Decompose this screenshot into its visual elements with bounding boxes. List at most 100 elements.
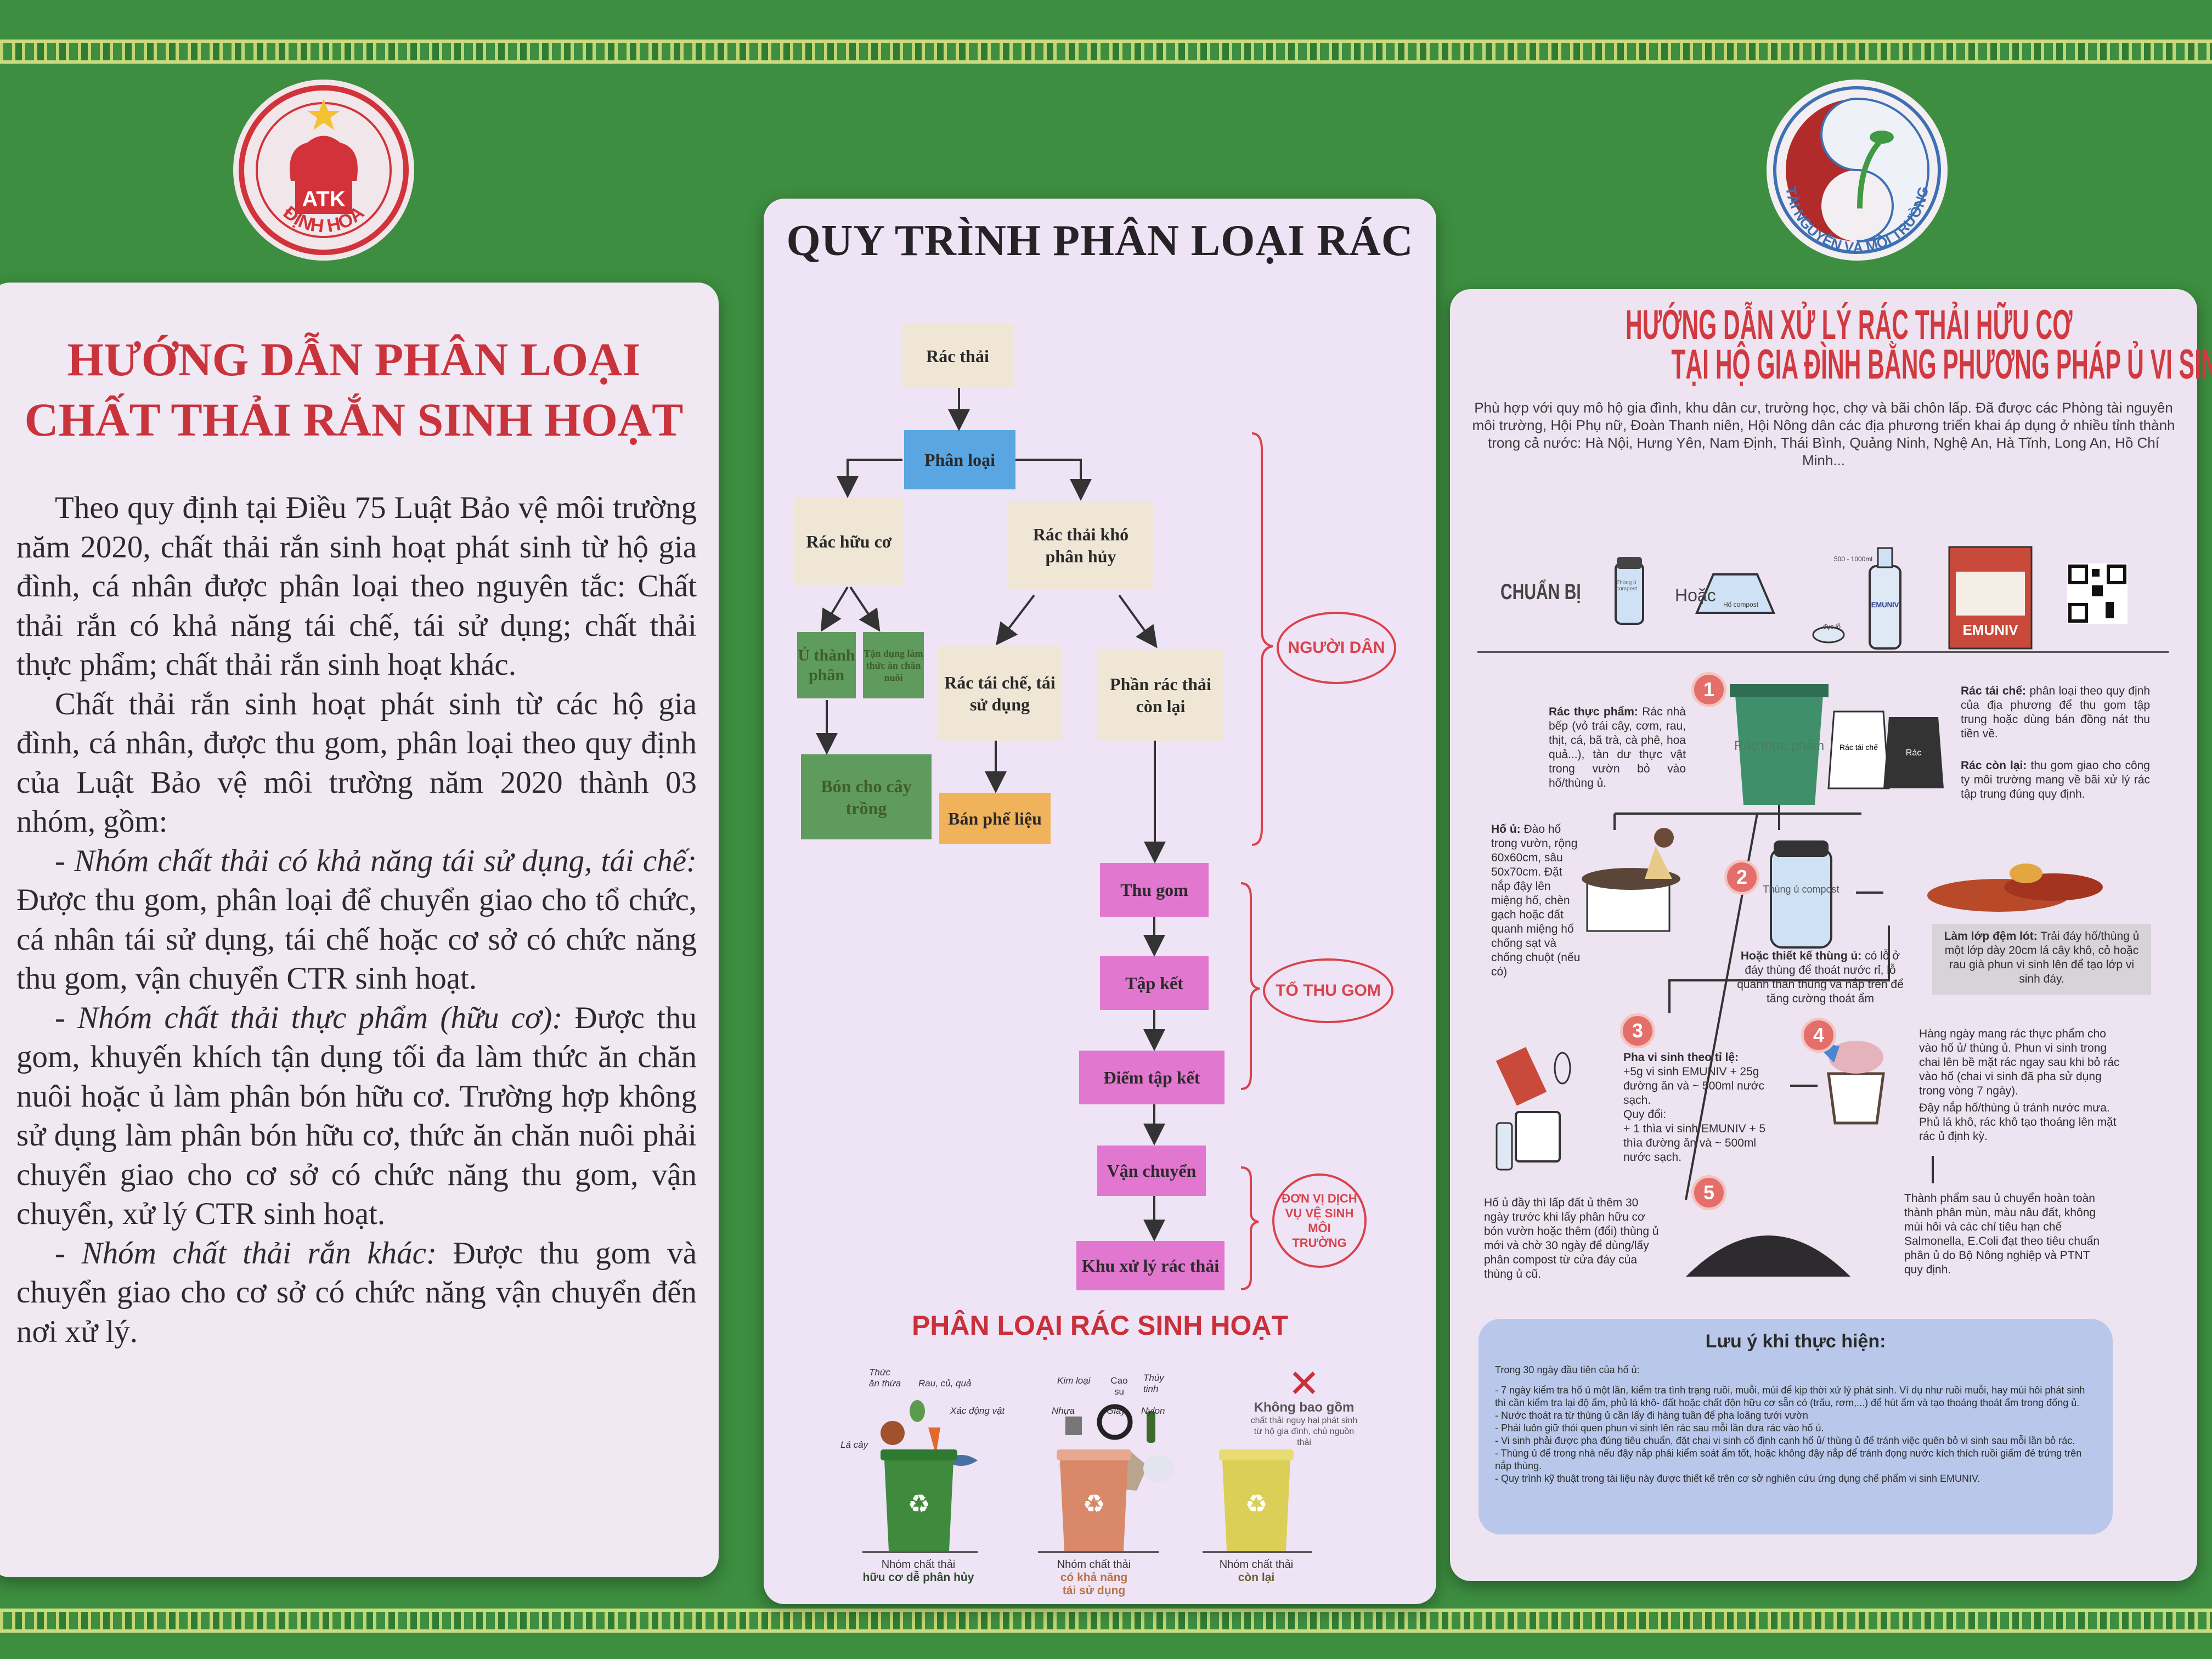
food-bin-label: Rác thực phẩm <box>1734 738 1824 753</box>
prepare-items-illustration: EMUNIV EMUNIV <box>1615 546 2128 650</box>
item-rau-cu-qua: Rau, củ, quả <box>918 1378 972 1389</box>
waste-bins-illustration: ♻ ♻ ♻ <box>862 1400 1312 1553</box>
bin-caption-label: Nhóm chất thải <box>1219 1559 1294 1571</box>
process-title: QUY TRÌNH PHÂN LOẠI RÁC <box>786 217 1414 265</box>
other-group-lead: - Nhóm chất thải rắn khác: <box>55 1235 437 1271</box>
flow-rac-thai: Rác thải <box>902 324 1013 388</box>
food-group-text: Được thu gom, khuyến khích tận dụng tối … <box>16 1000 697 1232</box>
step-2-pit-text: Hố ủ: Đào hố trong vườn, rộng 60x60cm, s… <box>1491 822 1582 979</box>
flow-kho-phan-huy: Rác thải khó phân hủy <box>1008 501 1153 590</box>
right-title-line1: HƯỚNG DẪN XỬ LÝ RÁC THẢI HỮU CƠ <box>1450 303 2197 347</box>
logo-atk-text: ATK <box>302 187 345 211</box>
pit-text: Đào hố trong vườn, rộng 60x60cm, sâu 50x… <box>1491 823 1581 978</box>
item-giay: Giấy <box>1107 1406 1126 1416</box>
other-group-text: Được thu gom và chuyển giao cho cơ sở có… <box>16 1235 697 1349</box>
steps-illustration: Rác thực phẩm Rác tái chế Rác Thùng ủ co… <box>1496 684 2103 1277</box>
recycle-text: phân loại theo quy định của địa phương đ… <box>1961 685 2150 740</box>
flow-tai-che: Rác tái chế, tái sử dụng <box>938 646 1062 741</box>
paragraph-other-group: - Nhóm chất thải rắn khác: Được thu gom … <box>16 1234 697 1352</box>
notes-intro: Trong 30 ngày đầu tiên của hố ủ: <box>1495 1364 1640 1375</box>
recyclable-group-text: Được thu gom, phân loại để chuyển giao c… <box>16 883 697 996</box>
bottom-ornament-border <box>0 1609 2212 1633</box>
left-body-text: Theo quy định tại Điều 75 Luật Bảo vệ mô… <box>16 488 697 1351</box>
green-bin-icon: ♻ <box>881 1449 957 1551</box>
top-ornament-border <box>0 40 2212 64</box>
step-2-design-text: Hoặc thiết kế thùng ủ: có lỗ ở đáy thùng… <box>1735 949 1905 1006</box>
recycle-bag-icon: Rác tái chế <box>1827 710 1890 789</box>
notes-body: Trong 30 ngày đầu tiên của hố ủ: - 7 ngà… <box>1495 1364 2098 1485</box>
bin-caption-name: hữu cơ dễ phân hủy <box>862 1571 974 1584</box>
item-xac-dong-vat: Xác động vật <box>950 1406 1005 1416</box>
item-nylon: Nylon <box>1141 1406 1165 1416</box>
tai-nguyen-moi-truong-logo: TÀI NGUYÊN VÀ MÔI TRƯỜNG <box>1767 80 1948 261</box>
sort-title: PHÂN LOẠI RÁC SINH HOẠT <box>911 1310 1289 1341</box>
compost-pit-person-icon <box>1582 828 1680 932</box>
flow-van-chuyen: Vận chuyển <box>1097 1146 1206 1196</box>
trash-bag-icon: Rác <box>1883 717 1944 788</box>
flow-bon-cay: Bón cho cây trồng <box>801 754 932 839</box>
paragraph-law-article: Theo quy định tại Điều 75 Luật Bảo vệ mô… <box>16 490 697 682</box>
mix-lead: Pha vi sinh theo tỉ lệ: <box>1623 1051 1739 1064</box>
prepare-bin-label: Thùng ủ compost <box>1616 580 1637 592</box>
bin-caption-name: còn lại <box>1238 1571 1275 1584</box>
spray-bottle-icon: EMUNIV <box>1869 547 1901 650</box>
flow-con-lai: Phần rác thải còn lại <box>1097 649 1224 741</box>
right-intro: Phù hợp với quy mô hộ gia đình, khu dân … <box>1472 399 2175 469</box>
excluded-title: Không bao gồm <box>1254 1400 1355 1415</box>
paragraph-food-group: - Nhóm chất thải thực phẩm (hữu cơ): Đượ… <box>16 998 697 1234</box>
recycle-bag-label: Rác tái chế <box>1839 743 1878 752</box>
recycle-lead: Rác tái chế: <box>1961 685 2027 697</box>
right-title-line2-text: TẠI HỘ GIA ĐÌNH BẰNG PHƯƠNG PHÁP Ủ VI SI… <box>1671 341 2212 388</box>
waste-classification-guide-panel: HƯỚNG DẪN PHÂN LOẠI CHẤT THẢI RẮN SINH H… <box>0 283 719 1577</box>
note-item: - Quy trình kỹ thuật trong tài liệu này … <box>1495 1473 1980 1484</box>
left-title-line1: HƯỚNG DẪN PHÂN LOẠI <box>67 333 641 386</box>
step-1-food-text: Rác thực phẩm: Rác nhà bếp (vỏ trái cây,… <box>1549 705 1686 791</box>
pit-lead: Hố ủ: <box>1491 823 1521 836</box>
adding-waste-icon <box>1812 1041 1885 1125</box>
note-item: - Nước thoát ra từ thùng ủ cần lấy đi hà… <box>1495 1410 1808 1421</box>
bin-caption-label: Nhóm chất thải <box>881 1559 956 1571</box>
flow-u-thanh-phan: Ủ thành phân <box>797 632 856 698</box>
note-item: - Phải luôn giữ thói quen phun vi sinh l… <box>1495 1423 1824 1434</box>
qr-code-icon <box>2067 563 2128 624</box>
paragraph-recyclable-group: - Nhóm chất thải có khả năng tái sử dụng… <box>16 842 697 998</box>
item-kim-loai: Kim loại <box>1057 1375 1091 1386</box>
drilled-cap-icon <box>1812 626 1845 644</box>
prepare-pit-label: Hố compost <box>1723 601 1759 608</box>
layer-lead: Làm lớp đệm lót: <box>1944 930 2038 943</box>
bin-caption-label: Nhóm chất thải <box>1057 1559 1131 1571</box>
prepare-or: Hoặc <box>1675 585 1716 605</box>
step-4-cover-text: Đậy nắp hố/thùng ủ tránh nước mưa. Phủ l… <box>1919 1102 2117 1143</box>
svg-text:♻: ♻ <box>1245 1489 1267 1518</box>
design-text: có lỗ ở đáy thùng để thoát nước rỉ, lỗ q… <box>1737 950 1904 1005</box>
bin-caption-name: có khả năng tái sử dụng <box>1060 1571 1128 1597</box>
bottle-label: EMUNIV <box>1871 601 1899 609</box>
mix-text: +5g vi sinh EMUNIV + 25g đường ăn và ~ 5… <box>1623 1065 1765 1107</box>
excluded-note: ✕ Không bao gồm chất thải nguy hại phát … <box>1233 1364 1375 1448</box>
yellow-bin-icon: ♻ <box>1219 1449 1294 1551</box>
compost-bin-step2-icon: Thùng ủ compost <box>1763 840 1839 949</box>
notes-box: Lưu ý khi thực hiện: Trong 30 ngày đầu t… <box>1479 1319 2113 1534</box>
actor-to-thu-gom: TỔ THU GOM <box>1263 958 1393 1023</box>
orange-bin-icon: ♻ <box>1057 1449 1131 1551</box>
trash-bag-label: Rác <box>1906 748 1921 758</box>
step-4-badge: 4 <box>1801 1018 1836 1053</box>
waste-sorting-process-panel: QUY TRÌNH PHÂN LOẠI RÁC Rác thải Phân lo… <box>764 199 1436 1604</box>
rest-lead: Rác còn lại: <box>1961 759 2027 772</box>
actor-nguoi-dan: NGƯỜI DÂN <box>1277 612 1396 684</box>
step-1-recycle-text: Rác tái chế: phân loại theo quy định của… <box>1961 684 2150 741</box>
note-item: - Thùng ủ để trong nhà nếu đậy nắp phải … <box>1495 1448 2082 1471</box>
flow-tan-dung: Tận dụng làm thức ăn chăn nuôi <box>863 632 924 698</box>
paragraph-three-groups: Chất thải rắn sinh hoạt phát sinh từ các… <box>16 686 697 839</box>
food-waste-bin-icon: Rác thực phẩm <box>1730 684 1829 805</box>
compost-bin-icon <box>1615 557 1644 625</box>
actor-don-vi-dich-vu: ĐƠN VỊ DỊCH VỤ VỆ SINH MÔI TRƯỜNG <box>1272 1173 1367 1268</box>
excluded-text: chất thải nguy hại phát sinh từ hộ gia đ… <box>1250 1416 1358 1447</box>
step-1-rest-text: Rác còn lại: thu gom giao cho công ty mô… <box>1961 759 2150 802</box>
organic-waste-treatment-panel: HƯỚNG DẪN XỬ LÝ RÁC THẢI HỮU CƠ TẠI HỘ G… <box>1450 289 2212 1581</box>
step-2-badge: 2 <box>1724 860 1759 895</box>
step-5-product-text: Thành phẩm sau ủ chuyển hoàn toàn thành … <box>1904 1192 2100 1276</box>
